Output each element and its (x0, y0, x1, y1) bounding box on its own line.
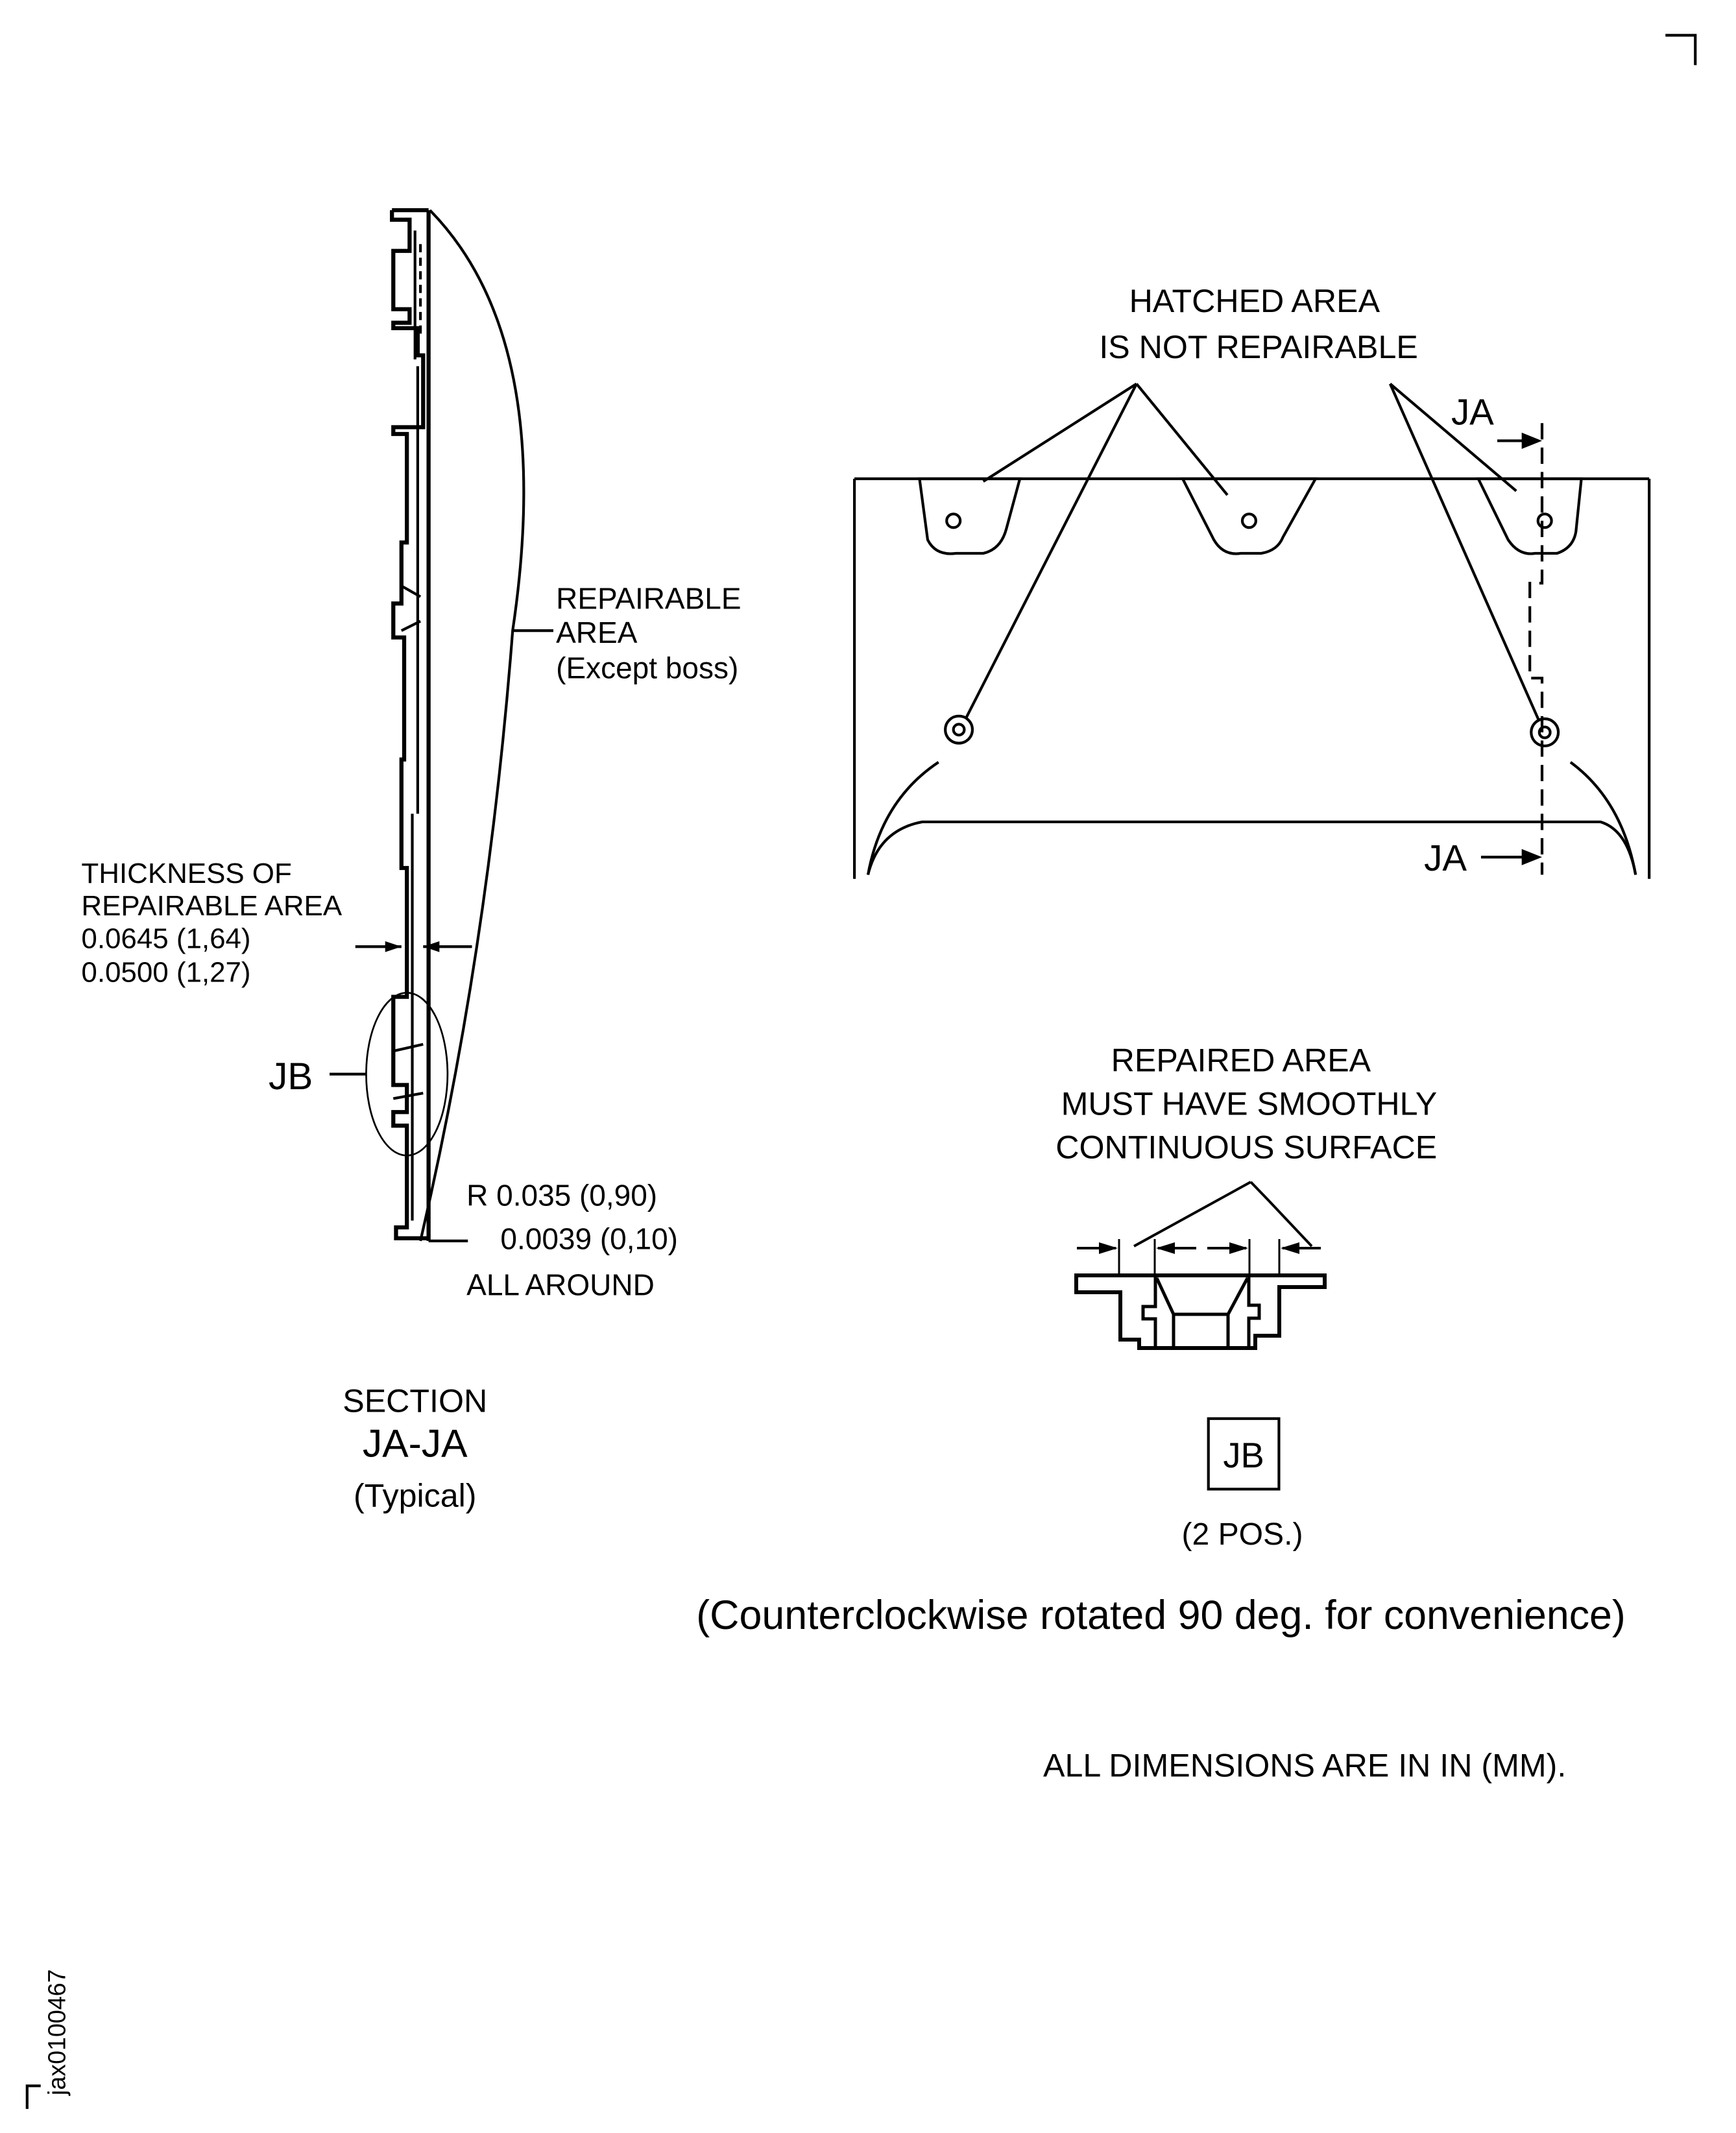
rotation-note: (Counterclockwise rotated 90 deg. for co… (696, 1593, 1625, 1638)
thickness-label: THICKNESS OF REPAIRABLE AREA 0.0645 (1,6… (81, 858, 342, 989)
svg-text:JA-JA: JA-JA (363, 1421, 468, 1465)
svg-text:CONTINUOUS SURFACE: CONTINUOUS SURFACE (1055, 1129, 1437, 1165)
section-mark-ja-top: JA (1451, 391, 1543, 449)
part-view (852, 382, 1651, 879)
figure-id: jax0100467 (43, 1969, 70, 2096)
hatched-area-label: HATCHED AREA IS NOT REPAIRABLE (1099, 283, 1417, 365)
section-title: SECTION JA-JA (Typical) (343, 1382, 487, 1513)
svg-text:0.0645 (1,64): 0.0645 (1,64) (81, 922, 250, 954)
thickness-dimension (355, 941, 472, 952)
svg-text:(Typical): (Typical) (354, 1478, 477, 1514)
svg-text:0.0500 (1,27): 0.0500 (1,27) (81, 957, 250, 989)
section-ja-ja-profile (390, 208, 553, 1242)
svg-text:(Except boss): (Except boss) (556, 651, 738, 684)
corner-mark-bottom-left (25, 2084, 41, 2109)
svg-text:REPAIRED AREA: REPAIRED AREA (1111, 1042, 1371, 1079)
repairable-area-label: REPAIRABLE AREA (Except boss) (556, 582, 741, 685)
svg-text:JA: JA (1451, 391, 1494, 432)
repairable-area-arc (419, 209, 525, 1242)
svg-text:REPAIRABLE: REPAIRABLE (556, 582, 741, 616)
svg-text:THICKNESS OF: THICKNESS OF (81, 858, 291, 889)
detail-jb-drawing (1074, 1181, 1327, 1350)
svg-text:JA: JA (1424, 838, 1467, 878)
svg-text:REPAIRABLE AREA: REPAIRABLE AREA (81, 890, 342, 922)
detail-positions: (2 POS.) (1181, 1517, 1303, 1552)
svg-text:ALL AROUND: ALL AROUND (466, 1268, 655, 1302)
detail-jb-id: JB (1223, 1436, 1264, 1475)
svg-text:R 0.035 (0,90): R 0.035 (0,90) (466, 1179, 657, 1212)
detail-jb-box (1207, 1417, 1281, 1491)
svg-text:MUST HAVE SMOOTHLY: MUST HAVE SMOOTHLY (1061, 1085, 1438, 1122)
svg-text:AREA: AREA (556, 616, 638, 649)
hatched-notches (918, 477, 1583, 747)
svg-text:HATCHED AREA: HATCHED AREA (1129, 283, 1380, 319)
svg-text:0.0039 (0,10): 0.0039 (0,10) (500, 1222, 678, 1255)
repaired-area-label: REPAIRED AREA MUST HAVE SMOOTHLY CONTINU… (1055, 1042, 1437, 1166)
section-mark-ja-bottom: JA (1424, 838, 1543, 878)
units-note: ALL DIMENSIONS ARE IN IN (MM). (1043, 1748, 1566, 1784)
detail-jb-callout: JB (269, 1055, 313, 1098)
svg-text:IS NOT REPAIRABLE: IS NOT REPAIRABLE (1099, 329, 1417, 365)
corner-mark-top-right (1665, 34, 1697, 66)
radius-label: R 0.035 (0,90) 0.0039 (0,10) ALL AROUND (466, 1179, 678, 1302)
svg-text:SECTION: SECTION (343, 1382, 487, 1419)
